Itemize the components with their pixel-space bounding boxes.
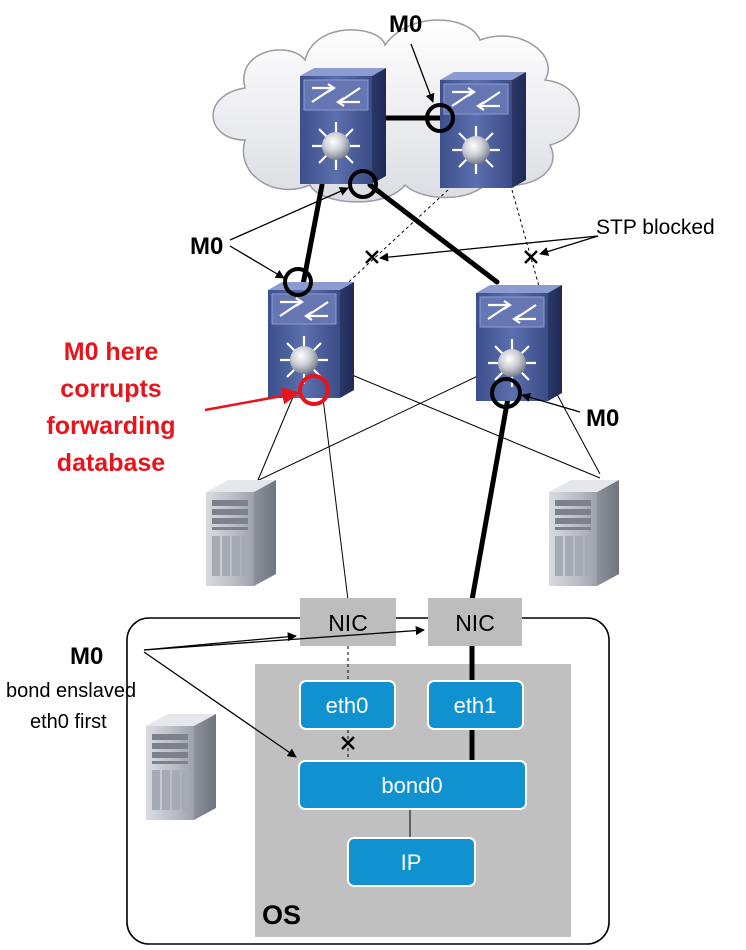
bond0-label: bond0 <box>381 773 442 798</box>
core-switch-right-icon <box>438 70 528 190</box>
access-switch-right-icon <box>474 283 564 403</box>
stp-blocked-label: STP blocked <box>596 216 715 239</box>
red-note-line1: M0 here <box>64 338 159 366</box>
port-circle-access-right <box>490 377 522 409</box>
m0-label-right-mid: M0 <box>586 405 619 432</box>
port-circle-core-left <box>348 169 378 199</box>
eth0-label: eth0 <box>326 693 369 718</box>
red-note: M0 here corrupts forwarding database <box>46 338 175 477</box>
m0-label-left-upper: M0 <box>190 233 223 260</box>
m0-label-bottom: M0 <box>70 643 103 670</box>
host-server-icon <box>146 714 216 820</box>
port-circle-core-right <box>425 103 455 133</box>
server-right-icon <box>549 480 619 586</box>
thin-links <box>241 374 601 838</box>
eth1-label: eth1 <box>454 693 497 718</box>
nic-left-label: NIC <box>328 610 368 636</box>
nic-right <box>428 598 522 646</box>
x-mark-icon <box>341 250 538 750</box>
bond-note-line2: eth0 first <box>30 711 107 733</box>
ip-box <box>347 837 476 887</box>
red-arrow <box>204 387 300 412</box>
server-left-icon <box>206 480 276 586</box>
port-circle-access-left-up <box>283 267 313 297</box>
eth0-box <box>299 680 396 730</box>
port-circle-red <box>298 374 330 406</box>
port-markers <box>283 103 522 409</box>
ip-label: IP <box>401 850 422 875</box>
red-note-line2: corrupts <box>60 375 161 403</box>
eth1-box <box>427 680 524 730</box>
annotation-arrows <box>143 43 599 758</box>
red-note-line4: database <box>57 449 165 477</box>
bond0-box <box>298 760 527 810</box>
access-switch-left-icon <box>266 280 356 400</box>
nic-right-label: NIC <box>455 610 495 636</box>
core-switch-left-icon <box>298 66 388 186</box>
bond-note-line1: bond enslaved <box>6 680 136 702</box>
m0-label-top: M0 <box>389 11 422 38</box>
red-note-line3: forwarding <box>46 412 175 440</box>
os-label: OS <box>262 900 301 930</box>
